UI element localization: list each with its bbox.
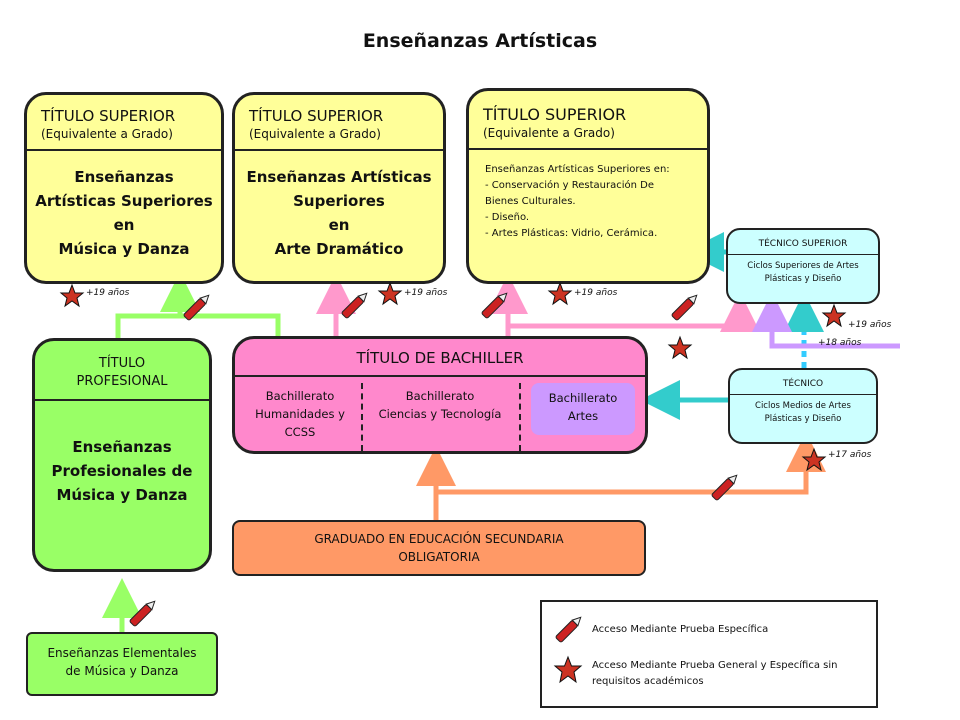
body-line: Música y Danza [58,240,190,258]
bachillerato-humanidades: Bachillerato Humanidades y CCSS [241,387,359,441]
legend-line: requisitos académicos [592,676,704,687]
bachillerato-ciencias: Bachillerato Ciencias y Tecnología [365,387,515,423]
age-label: +19 años [574,288,618,298]
head-line: TÍTULO [98,356,146,371]
body-line: de Música y Danza [65,664,179,678]
box-sub: (Equivalente a Grado) [249,127,381,141]
body-line: Enseñanzas [74,168,174,186]
box-graduado-eso: GRADUADO EN EDUCACIÓN SECUNDARIA OBLIGAT… [232,520,646,576]
box-body: GRADUADO EN EDUCACIÓN SECUNDARIA OBLIGAT… [234,522,644,566]
divider [361,383,363,451]
body-line: OBLIGATORIA [398,550,480,564]
body-line: Ciclos Medios de Artes [755,401,851,411]
box-superior-musica-danza: TÍTULO SUPERIOR (Equivalente a Grado) En… [24,92,224,284]
divider [519,383,521,451]
col-line: CCSS [284,425,316,439]
body-line: en [113,216,135,234]
body-line: Enseñanzas Artísticas Superiores en: [485,164,670,175]
pen-icon [555,616,582,643]
legend-pen-label: Acceso Mediante Prueba Específica [592,624,769,635]
bachillerato-artes: Bachillerato Artes [531,383,635,435]
body-line: Enseñanzas Artísticas [246,168,432,186]
age-label: +19 años [86,288,130,298]
box-head: TÉCNICO [782,379,824,389]
age-label: +18 años [818,338,862,348]
box-body: Ciclos Superiores de Artes Plásticas y D… [728,255,878,286]
body-line: Arte Dramático [274,240,404,258]
box-titulo-profesional: TÍTULO PROFESIONAL Enseñanzas Profesiona… [32,338,212,572]
body-line: GRADUADO EN EDUCACIÓN SECUNDARIA [314,532,564,546]
box-head: TÍTULO SUPERIOR [249,107,384,125]
body-line: Profesionales de [51,462,193,480]
legend: Acceso Mediante Prueba Específica Acceso… [540,600,878,708]
col-line: Artes [567,409,599,423]
star-icon [553,655,583,684]
box-titulo-bachiller: TÍTULO DE BACHILLER Bachillerato Humanid… [232,336,648,454]
arrow-bachiller-to-tecnico-superior [508,292,760,332]
age-label: +19 años [848,320,892,330]
box-sub: (Equivalente a Grado) [41,127,173,141]
body-line: Enseñanzas Elementales [47,646,197,660]
col-line: Humanidades y [255,407,345,421]
body-line: - Conservación y Restauración De [485,180,655,191]
arrow-eso-to-tecnico [436,432,826,495]
body-line: Superiores [293,192,385,210]
box-tecnico: TÉCNICO Ciclos Medios de Artes Plásticas… [728,368,878,444]
body-line: Enseñanzas [72,438,172,456]
box-tecnico-superior: TÉCNICO SUPERIOR Ciclos Superiores de Ar… [726,228,880,304]
legend-star-label: Acceso Mediante Prueba General y Específ… [592,658,837,690]
body-line: - Diseño. [485,212,530,223]
box-head: TÍTULO DE BACHILLER [356,349,524,367]
body-line: - Artes Plásticas: Vidrio, Cerámica. [485,228,658,239]
body-line: Ciclos Superiores de Artes [747,261,859,271]
arrow-age-18-to-tecnico-superior [752,292,900,349]
box-head: TÉCNICO SUPERIOR [758,239,848,249]
box-superior-artes-plasticas: TÍTULO SUPERIOR (Equivalente a Grado) En… [466,88,710,284]
head-line: PROFESIONAL [76,374,168,389]
col-line: Ciencias y Tecnología [378,407,502,421]
arrow-profesional-to-superior [115,313,281,338]
body-line: en [328,216,350,234]
box-head: TÍTULO SUPERIOR [483,105,627,124]
box-body: Enseñanzas Artísticas Superiores en: - C… [469,150,707,242]
box-head: TÍTULO SUPERIOR [41,107,176,125]
age-label: +19 años [404,288,448,298]
box-sub: (Equivalente a Grado) [483,126,615,140]
box-body: Ciclos Medios de Artes Plásticas y Diseñ… [730,395,876,426]
body-line: Plásticas y Diseño [764,414,842,424]
box-body: Enseñanzas Profesionales de Música y Dan… [35,401,209,507]
body-line: Bienes Culturales. [485,196,576,207]
legend-line: Acceso Mediante Prueba General y Específ… [592,660,838,671]
body-line: Plásticas y Diseño [764,274,842,284]
age-label: +17 años [828,450,872,460]
col-line: Bachillerato [265,389,335,403]
body-line: Artísticas Superiores [35,192,213,210]
box-body: Enseñanzas Artísticas Superiores en Músi… [27,151,221,261]
diagram-title: Enseñanzas Artísticas [362,30,598,52]
col-line: Bachillerato [405,389,475,403]
box-body: Enseñanzas Artísticas Superiores en Arte… [235,151,443,261]
col-line: Bachillerato [548,391,618,405]
box-head: TÍTULO PROFESIONAL [35,341,209,399]
box-superior-arte-dramatico: TÍTULO SUPERIOR (Equivalente a Grado) En… [232,92,446,284]
legend-icons [553,616,583,684]
body-line: Música y Danza [56,486,188,504]
box-body: Enseñanzas Elementales de Música y Danza [28,634,216,680]
box-ensenanzas-elementales: Enseñanzas Elementales de Música y Danza [26,632,218,696]
